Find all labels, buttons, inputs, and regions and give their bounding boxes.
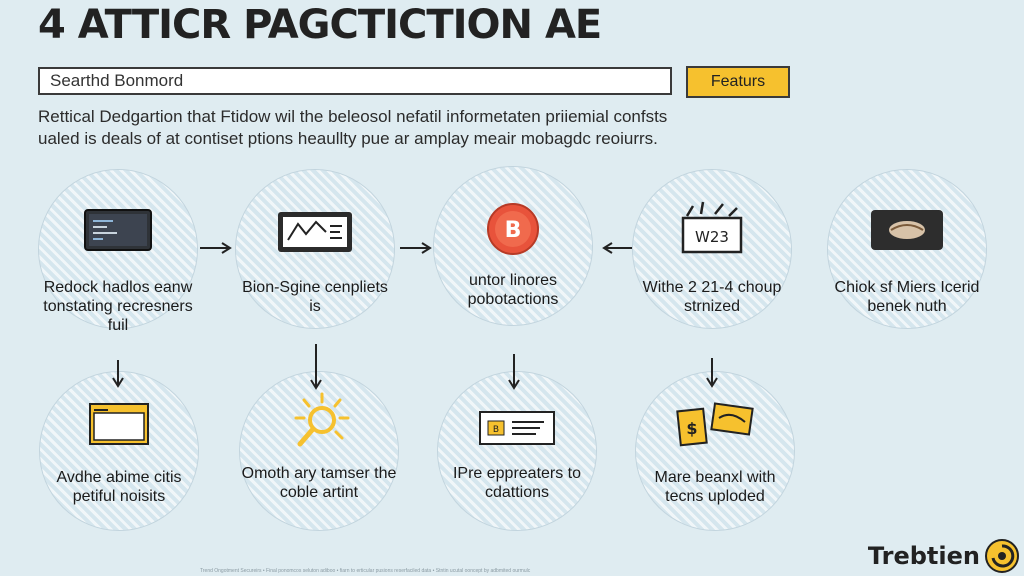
flow-node-2: Bion-Sgine cenpliets is — [236, 170, 394, 328]
page-title: 4 ATTICR PAGCTICTION AE — [38, 2, 602, 48]
arrow-down-icon — [706, 358, 718, 388]
flow-node-3: B untor linores pobotactions — [434, 167, 592, 325]
node-label: Mare beanxl with tecns uploded — [654, 469, 776, 505]
flow-node-5: Chiok sf Miers Icerid benek nuth — [828, 170, 986, 328]
node-label: Avdhe abime citis petiful noisits — [56, 469, 182, 505]
coin-symbol: B — [505, 218, 522, 243]
magnifier-sun-icon — [284, 390, 354, 461]
flow-node-6: Avdhe abime citis petiful noisits — [40, 372, 198, 530]
price-tag-icon: W23 — [679, 198, 745, 261]
footer-fineprint: Trend Ongotment Secureirs • Final ponomc… — [200, 568, 531, 574]
arrow-right-icon — [400, 242, 432, 254]
card-text: B — [493, 425, 499, 435]
node-label: Omoth ary tamser the coble artint — [241, 465, 397, 501]
brand-logo-icon — [985, 539, 1019, 573]
arrow-left-icon — [602, 242, 632, 254]
tag-text: W23 — [695, 228, 729, 246]
search-input[interactable] — [38, 67, 672, 95]
flow-node-9: $ Mare beanxl with tecns uploded — [636, 372, 794, 530]
node-label: IPre eppreaters to cdattions — [452, 465, 582, 501]
flow-node-4: W23 Withe 2 21-4 choup strnized — [633, 170, 791, 328]
id-card-icon: B — [478, 410, 556, 451]
money-documents-icon: $ — [675, 400, 755, 453]
flow-node-8: B IPre eppreaters to cdattions — [438, 372, 596, 530]
browser-window-icon — [88, 402, 150, 451]
brand-name: Trebtien — [867, 542, 980, 570]
features-button[interactable]: Featurs — [686, 66, 790, 98]
chip-card-icon — [869, 208, 945, 257]
terminal-screen-icon — [83, 208, 153, 259]
arrow-down-icon — [112, 360, 124, 388]
flow-node-7: Omoth ary tamser the coble artint — [240, 372, 398, 530]
flow-node-1: Redock hadlos eanw tonstating recresners… — [39, 170, 197, 334]
node-label: Withe 2 21-4 choup strnized — [642, 279, 782, 315]
node-label: Redock hadlos eanw tonstating recresners… — [43, 279, 193, 334]
node-label: untor linores pobotactions — [467, 272, 559, 308]
bitcoin-coin-icon: B — [485, 201, 541, 262]
description-text: Rettical Dedgartion that Ftidow wil the … — [38, 107, 668, 148]
brand: Trebtien — [868, 538, 1020, 574]
node-label: Bion-Sgine cenpliets is — [242, 279, 388, 315]
node-label: Chiok sf Miers Icerid benek nuth — [834, 279, 980, 315]
arrow-right-icon — [200, 242, 232, 254]
tablet-chart-icon — [276, 210, 354, 259]
money-symbol: $ — [686, 419, 697, 438]
arrow-down-icon — [508, 354, 520, 390]
arrow-down-icon — [310, 344, 322, 390]
